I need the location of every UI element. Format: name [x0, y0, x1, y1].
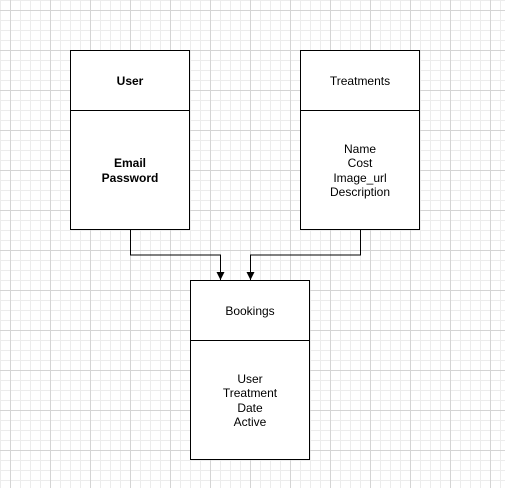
field-active: Active [233, 415, 267, 429]
arrowhead-user-to-bookings [216, 272, 225, 280]
field-description: Description [329, 185, 391, 199]
field-image-url: Image_url [333, 170, 387, 185]
entity-bookings[interactable]: Bookings User Treatment Date Active [190, 280, 310, 460]
field-password: Password [101, 170, 159, 185]
connector-user-to-bookings [130, 230, 221, 280]
entity-treatments-fields: Name Cost Image_url Description [301, 111, 419, 230]
field-date: Date [237, 400, 263, 415]
field-user: User [237, 371, 263, 386]
field-name: Name [343, 141, 376, 156]
arrowhead-treatments-to-bookings [246, 272, 255, 280]
entity-user-title: User [71, 51, 189, 111]
entity-user-fields: Email Password [71, 111, 189, 230]
entity-bookings-fields: User Treatment Date Active [191, 341, 309, 460]
entity-user[interactable]: User Email Password [70, 50, 190, 230]
field-email: Email [113, 156, 146, 170]
field-treatment: Treatment [222, 386, 278, 400]
connector-treatments-to-bookings [250, 230, 361, 280]
field-cost: Cost [347, 156, 373, 170]
entity-bookings-title: Bookings [191, 281, 309, 341]
entity-treatments-title: Treatments [301, 51, 419, 111]
entity-treatments[interactable]: Treatments Name Cost Image_url Descripti… [300, 50, 420, 230]
